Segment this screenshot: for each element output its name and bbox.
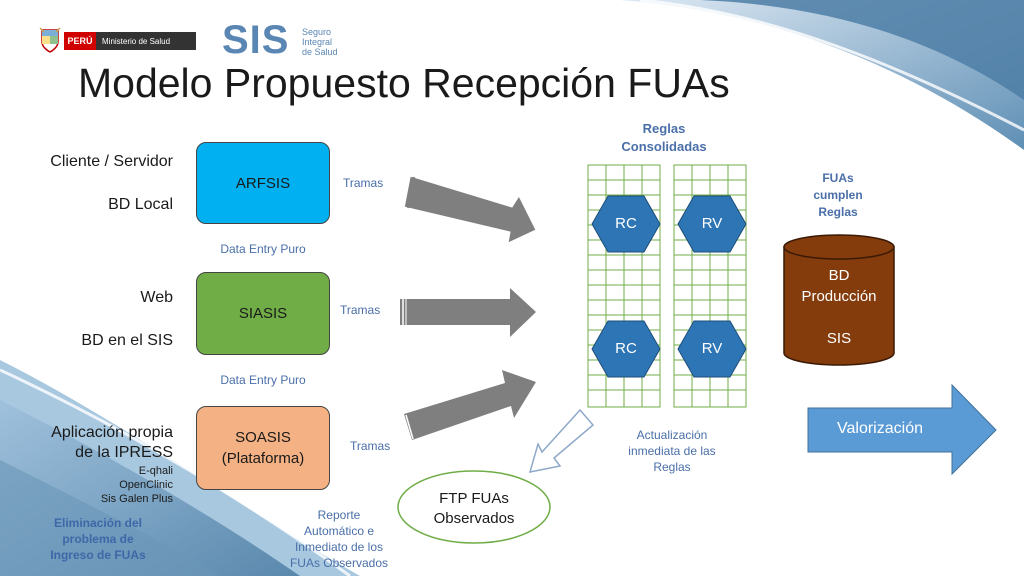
arrow-arfsis-to-rules [403,175,537,244]
sis-logo-subtitle: Seguro Integral de Salud [302,27,338,57]
soasis-box: SOASIS (Plataforma) [196,406,330,490]
elimination-note: Eliminación del problema de Ingreso de F… [50,516,146,562]
update-note: Actualización inmediata de las Reglas [628,428,716,474]
apps-list: E-qhali OpenClinic Sis Galen Plus [60,464,173,506]
caption-data-entry-2: Data Entry Puro [220,373,306,387]
peru-badge: PERÚ [64,32,96,50]
hexagon-rc-top [591,195,661,253]
label-bd-local: BD Local [108,196,173,213]
siasis-box: SIASIS [196,272,330,355]
label-de-la-ipress: de la IPRESS [75,444,173,461]
valorizacion-arrow-shape [807,383,997,476]
database-cylinder [783,234,895,366]
tramas-label-1: Tramas [343,176,384,190]
hexagon-rv-bottom [677,320,747,378]
outline-arrow-to-ftp [528,408,595,473]
arrow-soasis-to-rules [404,370,536,440]
tramas-label-3: Tramas [350,439,391,453]
valorizacion-label: Valorización [837,420,923,437]
app-sis-galen-plus: Sis Galen Plus [100,493,173,505]
ministry-label: Ministerio de Salud [96,32,196,50]
report-note: Reporte Automático e Inmediato de los FU… [289,508,389,570]
app-openclinic: OpenClinic [119,479,173,491]
hexagon-rc-bottom-label: RC [615,340,637,357]
rules-header: Reglas Consolidadas [621,121,707,154]
tramas-label-2: Tramas [340,303,381,317]
database-label: BD Producción SIS [801,267,877,347]
label-aplicacion-propia: Aplicación propia [51,424,173,441]
hexagon-rv-bottom-label: RV [701,340,723,357]
hexagon-rv-top-label: RV [701,215,723,232]
hexagon-rc-bottom [591,320,661,378]
sis-logo: SIS [222,18,290,62]
app-eqhali: E-qhali [138,465,173,477]
hexagon-rc-top-label: RC [615,215,637,232]
arfsis-box: ARFSIS [196,142,330,224]
label-cliente-servidor: Cliente / Servidor [50,153,173,170]
label-bd-en-sis: BD en el SIS [81,332,173,349]
hexagon-rv-top [677,195,747,253]
compliance-note: FUAs cumplen Reglas [813,171,863,219]
label-web: Web [140,289,173,306]
slide-title: Modelo Propuesto Recepción FUAs [78,60,730,106]
caption-data-entry-1: Data Entry Puro [220,242,306,256]
arrow-siasis-to-rules [400,288,536,337]
ftp-ellipse [397,470,551,544]
coat-of-arms-icon [38,26,62,54]
ftp-label: FTP FUAs Observados [433,490,515,527]
